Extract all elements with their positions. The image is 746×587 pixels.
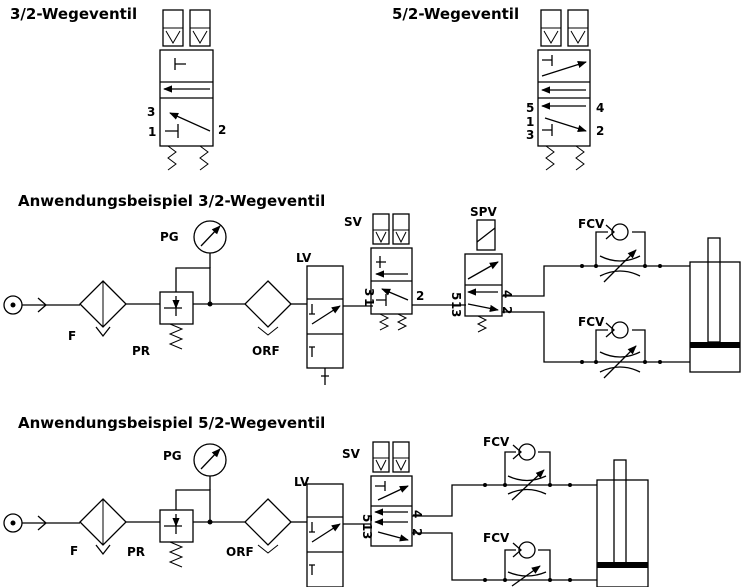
port-2: 2 (218, 123, 226, 137)
label-orifice: ORF (252, 344, 280, 358)
port-3: 3 (526, 128, 534, 142)
port-5: 5 (360, 514, 374, 522)
port-3: 3 (449, 309, 463, 317)
label-flow-control-valve-top: FCV (578, 217, 605, 231)
solenoid-valve-icon (370, 475, 413, 547)
label-pressure-regulator: PR (127, 545, 145, 559)
flow-control-valve-bottom-icon (483, 541, 572, 587)
label-pressure-gauge: PG (163, 449, 182, 463)
port-5: 5 (526, 101, 534, 115)
port-1: 1 (360, 523, 374, 531)
valve-5-2-symbol: 5 1 3 4 2 (526, 9, 604, 171)
label-flow-control-valve-top: FCV (483, 435, 510, 449)
flow-control-valve-top-icon (483, 443, 572, 501)
port-1: 1 (526, 115, 534, 129)
label-pressure-gauge: PG (160, 230, 179, 244)
port-1: 1 (148, 125, 156, 139)
lever-valve-icon (306, 483, 344, 587)
label-spool-valve: SPV (470, 205, 497, 219)
port-4: 4 (410, 510, 424, 518)
port-4: 4 (500, 290, 514, 298)
orifice-icon (244, 280, 292, 328)
flow-control-valve-top-icon (580, 223, 662, 283)
example-5-2-circuit: F PR PG ORF LV (3, 435, 649, 587)
title-3-2-valve: 3/2-Wegeventil (10, 5, 137, 23)
label-lever-valve: LV (296, 251, 312, 265)
port-3: 3 (360, 531, 374, 539)
port-3: 3 (362, 288, 376, 296)
label-solenoid-valve: SV (344, 215, 363, 229)
port-3: 3 (147, 105, 155, 119)
port-2: 2 (596, 124, 604, 138)
title-5-2-valve: 5/2-Wegeventil (392, 5, 519, 23)
port-2: 2 (416, 289, 424, 303)
port-1: 1 (449, 301, 463, 309)
label-flow-control-valve-bottom: FCV (578, 315, 605, 329)
cylinder-icon (596, 459, 649, 587)
flow-control-valve-bottom-icon (580, 321, 662, 379)
title-example-3-2: Anwendungsbeispiel 3/2-Wegeventil (18, 192, 325, 210)
label-filter: F (68, 329, 76, 343)
label-filter: F (70, 544, 78, 558)
cylinder-icon (689, 237, 741, 373)
label-pressure-regulator: PR (132, 344, 150, 358)
title-example-5-2: Anwendungsbeispiel 5/2-Wegeventil (18, 414, 325, 432)
label-solenoid-valve: SV (342, 447, 361, 461)
pressure-gauge-icon (193, 443, 227, 477)
port-5: 5 (449, 292, 463, 300)
pressure-gauge-icon (193, 220, 227, 254)
valve-3-2-symbol: 3 1 2 (147, 9, 226, 171)
port-2: 2 (500, 306, 514, 314)
label-orifice: ORF (226, 545, 254, 559)
label-flow-control-valve-bottom: FCV (483, 531, 510, 545)
orifice-icon (244, 498, 292, 546)
port-4: 4 (596, 101, 604, 115)
port-2: 2 (410, 528, 424, 536)
example-3-2-circuit: F PR PG ORF LV (3, 205, 741, 385)
port-1: 1 (362, 298, 376, 306)
label-lever-valve: LV (294, 475, 310, 489)
